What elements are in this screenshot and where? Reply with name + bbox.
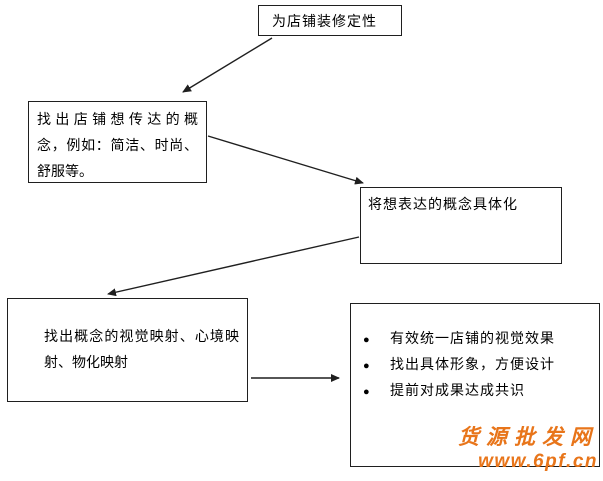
bullet-icon: ● <box>363 386 370 398</box>
node-concretize-label: 将想表达的概念具体化 <box>368 196 518 212</box>
node-benefits-list: ● 有效统一店铺的视觉效果 ● 找出具体形象，方便设计 ● 提前对成果达成共识 <box>350 303 600 467</box>
arrow-concretize-to-mapping <box>107 236 360 297</box>
arrow-define-to-concept <box>182 37 273 93</box>
node-concretize-concept: 将想表达的概念具体化 <box>360 187 562 264</box>
benefit-item-label: 找出具体形象，方便设计 <box>390 356 555 372</box>
node-mapping-line: 射、物化映射 <box>44 354 128 370</box>
node-concept-line: 念，例如：简洁、时尚、 <box>37 137 198 153</box>
node-define-label: 为店铺装修定性 <box>272 13 377 29</box>
node-find-mappings: 找出概念的视觉映射、心境映 射、物化映射 <box>7 298 248 402</box>
node-mapping-line: 找出概念的视觉映射、心境映 <box>44 328 239 344</box>
benefit-item-label: 有效统一店铺的视觉效果 <box>390 330 555 346</box>
arrow-concept-to-concretize <box>207 135 364 185</box>
bullet-icon: ● <box>363 334 370 346</box>
node-define-style: 为店铺装修定性 <box>258 5 402 36</box>
benefit-item: ● 有效统一店铺的视觉效果 <box>363 326 593 352</box>
node-concept-line: 舒服等。 <box>37 163 93 179</box>
benefit-item: ● 找出具体形象，方便设计 <box>363 352 593 378</box>
bullet-icon: ● <box>363 360 370 372</box>
node-concept-line: 找出店铺想传达的概 <box>37 111 198 127</box>
benefit-item-label: 提前对成果达成共识 <box>390 382 525 398</box>
node-find-concept: 找出店铺想传达的概 念，例如：简洁、时尚、 舒服等。 <box>28 101 207 183</box>
benefit-item: ● 提前对成果达成共识 <box>363 378 593 404</box>
